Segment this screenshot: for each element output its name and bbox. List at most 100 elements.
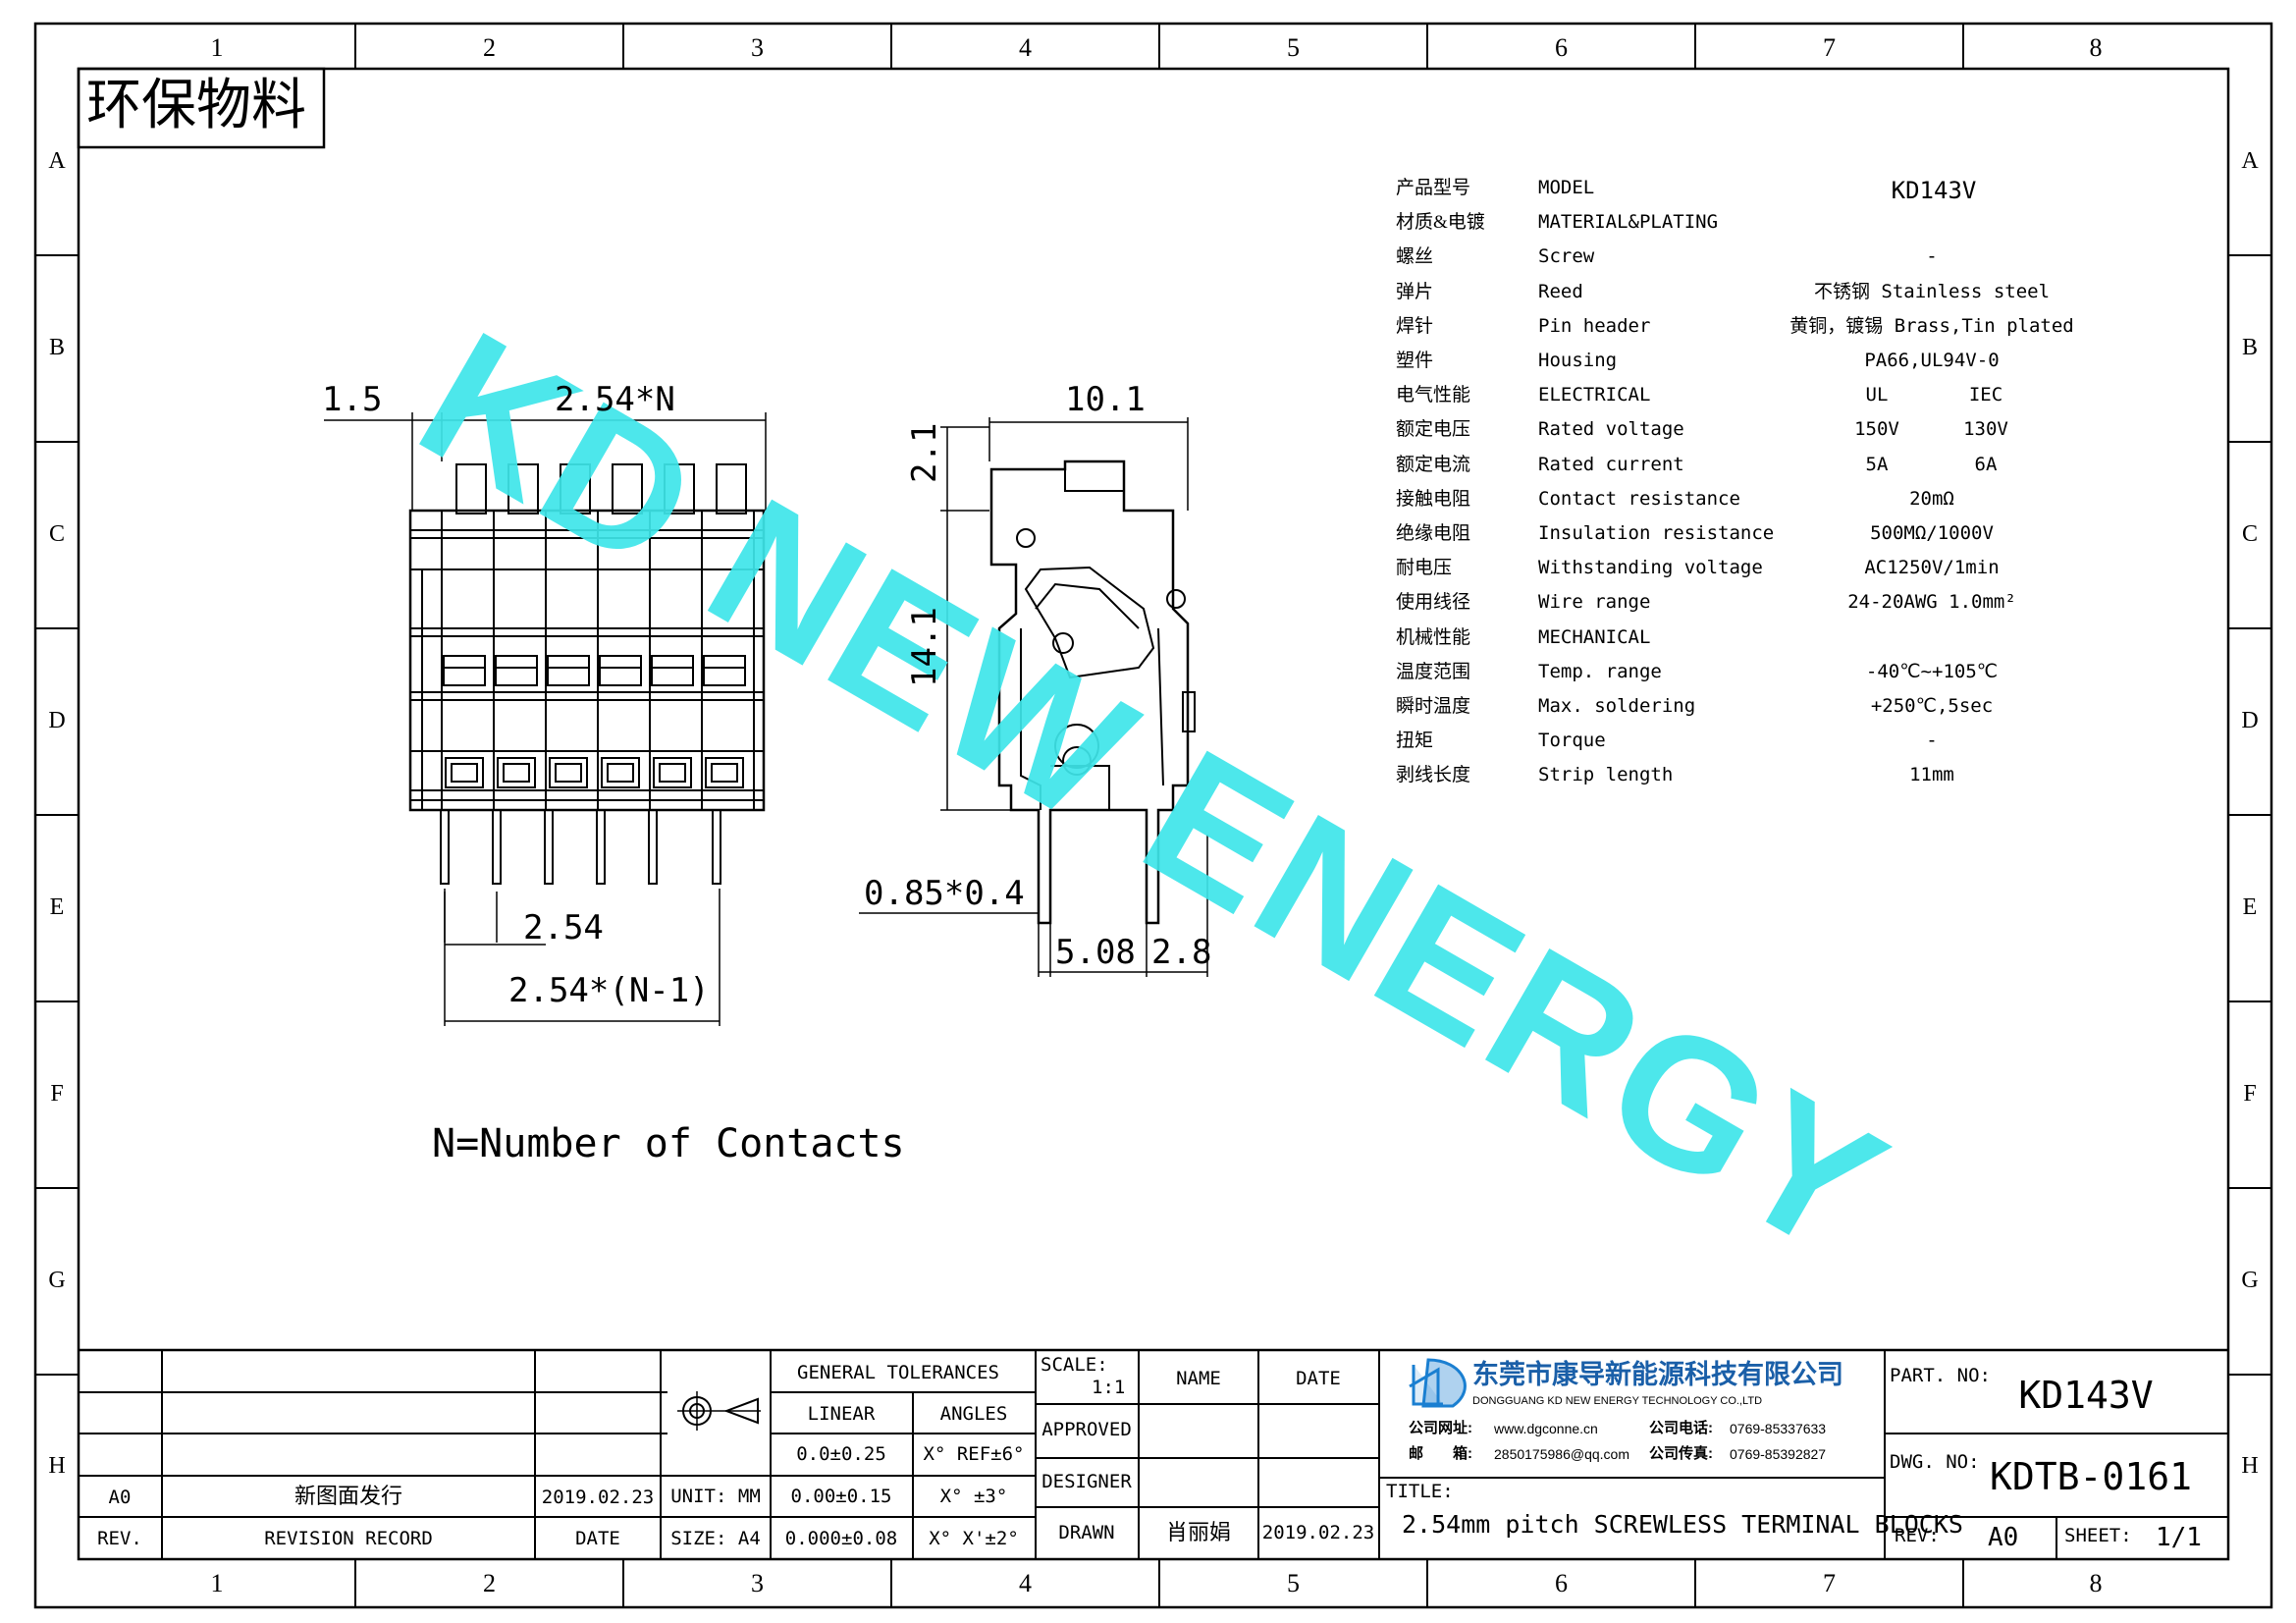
name-header: NAME: [1176, 1368, 1221, 1389]
spec-label-en: Max. soldering: [1538, 695, 1696, 717]
spec-value: 不锈钢 Stainless steel: [1813, 280, 2051, 302]
column-label: 7: [1823, 1569, 1836, 1597]
spec-label-en: Wire range: [1538, 591, 1651, 614]
spec-label-en: Rated voltage: [1538, 418, 1684, 441]
tel-label: 公司电话:: [1649, 1420, 1713, 1436]
web-value: www.dgconne.cn: [1494, 1421, 1598, 1436]
side-view: [859, 417, 1208, 977]
spec-value: 24-20AWG 1.0mm²: [1847, 591, 2016, 614]
rev-desc: 新图面发行: [294, 1484, 403, 1508]
column-label: 5: [1287, 33, 1300, 62]
tol-ang3: X° X'±2°: [929, 1528, 1019, 1549]
part-no-label: PART. NO:: [1890, 1365, 1991, 1386]
row-label: C: [2241, 521, 2259, 547]
spec-label-en: Rated current: [1538, 453, 1684, 475]
column-label: 4: [1019, 1569, 1032, 1597]
row-label: G: [2241, 1268, 2259, 1293]
column-label: 2: [483, 33, 496, 62]
tol-lin1: 0.0±0.25: [796, 1443, 886, 1465]
spec-label-cn: 额定电压: [1396, 419, 1471, 441]
spec-label-cn: 瞬时温度: [1396, 696, 1471, 717]
tol-linear: LINEAR: [807, 1403, 876, 1425]
front-view: [324, 412, 767, 1026]
dim-height: 14.1: [905, 607, 944, 687]
company-name-en: DONGGUANG KD NEW ENERGY TECHNOLOGY CO.,L…: [1472, 1395, 1763, 1407]
column-label: 4: [1019, 33, 1032, 62]
unit-label: UNIT: MM: [670, 1486, 761, 1507]
fax-value: 0769-85392827: [1730, 1446, 1827, 1462]
spec-label-en: Screw: [1538, 245, 1595, 268]
sheet-value: 1/1: [2156, 1523, 2202, 1552]
rev-label: REV:: [1895, 1525, 1940, 1546]
dim-pitch-n: 2.54*N: [555, 380, 675, 419]
drawn-date: 2019.02.23: [1261, 1522, 1375, 1543]
dwg-no-value: KDTB-0161: [1990, 1455, 2192, 1498]
spec-label-en: Torque: [1538, 730, 1606, 752]
row-label: D: [2241, 708, 2259, 733]
row-label: C: [48, 521, 66, 547]
spec-label-en: Reed: [1538, 280, 1583, 302]
designer-label: DESIGNER: [1041, 1471, 1132, 1492]
column-label: 2: [483, 1569, 496, 1597]
tol-header: GENERAL TOLERANCES: [797, 1362, 999, 1383]
title-label: TITLE:: [1386, 1481, 1454, 1502]
row-label: D: [48, 708, 66, 733]
tel-value: 0769-85337633: [1730, 1421, 1827, 1436]
dim-pitch-n-minus-1: 2.54*(N-1): [508, 971, 710, 1010]
row-label: A: [2241, 148, 2259, 174]
approved-label: APPROVED: [1041, 1419, 1132, 1440]
row-label: B: [48, 335, 66, 360]
fax-label: 公司传真:: [1649, 1445, 1713, 1462]
column-label: 7: [1823, 33, 1836, 62]
spec-value-iec: 130V: [1963, 418, 2008, 441]
dim-width: 10.1: [1065, 380, 1146, 419]
spec-label-cn: 弹片: [1396, 281, 1434, 302]
row-label: A: [48, 148, 66, 174]
spec-value: PA66,UL94V-0: [1864, 350, 2000, 371]
spec-label-en: Pin header: [1538, 314, 1651, 337]
spec-value: KD143V: [1891, 177, 1977, 204]
spec-label-en: MECHANICAL: [1538, 625, 1651, 648]
spec-label-en: Insulation resistance: [1538, 522, 1775, 544]
spec-value-ul: UL: [1865, 384, 1889, 406]
rev-header: REV.: [97, 1528, 142, 1549]
tol-angles: ANGLES: [939, 1403, 1008, 1425]
spec-value-iec: 6A: [1974, 453, 1998, 475]
dim-pin-offset: 2.8: [1151, 933, 1212, 972]
dwg-no-label: DWG. NO:: [1890, 1451, 1980, 1473]
spec-value: 黄铜，镀锡 Brass,Tin plated: [1789, 314, 2074, 337]
dim-pitch: 2.54: [523, 908, 604, 947]
column-label: 6: [1555, 33, 1568, 62]
mail-value: 2850175986@qq.com: [1494, 1446, 1629, 1462]
size-label: SIZE: A4: [670, 1528, 761, 1549]
dim-pin: 0.85*0.4: [864, 874, 1025, 913]
row-label: E: [2242, 894, 2258, 920]
sheet-label: SHEET:: [2064, 1525, 2132, 1546]
row-label: G: [48, 1268, 66, 1293]
spec-value: -: [1926, 730, 1938, 752]
column-label: 6: [1555, 1569, 1568, 1597]
tol-lin2: 0.00±0.15: [790, 1486, 892, 1507]
column-label: 3: [751, 1569, 764, 1597]
column-label: 8: [2089, 1569, 2103, 1597]
spec-label-cn: 机械性能: [1396, 626, 1471, 648]
rev-value: A0: [1988, 1523, 2019, 1552]
spec-label-en: Strip length: [1538, 764, 1674, 786]
spec-label-en: MODEL: [1538, 177, 1595, 198]
contacts-note: N=Number of Contacts: [432, 1121, 905, 1166]
spec-label-en: Housing: [1538, 350, 1618, 371]
spec-label-cn: 温度范围: [1396, 661, 1471, 682]
spec-label-en: ELECTRICAL: [1538, 384, 1651, 406]
spec-value: 500MΩ/1000V: [1870, 522, 1994, 544]
spec-label-cn: 剥线长度: [1396, 765, 1471, 786]
spec-label-en: Temp. range: [1538, 660, 1662, 682]
title-block: [79, 1348, 2228, 1559]
spec-label-cn: 使用线径: [1396, 592, 1471, 614]
spec-label-cn: 产品型号: [1396, 178, 1471, 198]
part-no-value: KD143V: [2018, 1374, 2154, 1417]
spec-value-iec: IEC: [1968, 384, 2003, 406]
spec-label-cn: 扭矩: [1396, 730, 1434, 752]
web-label: 公司网址:: [1409, 1420, 1472, 1436]
spec-value: -: [1926, 245, 1938, 268]
